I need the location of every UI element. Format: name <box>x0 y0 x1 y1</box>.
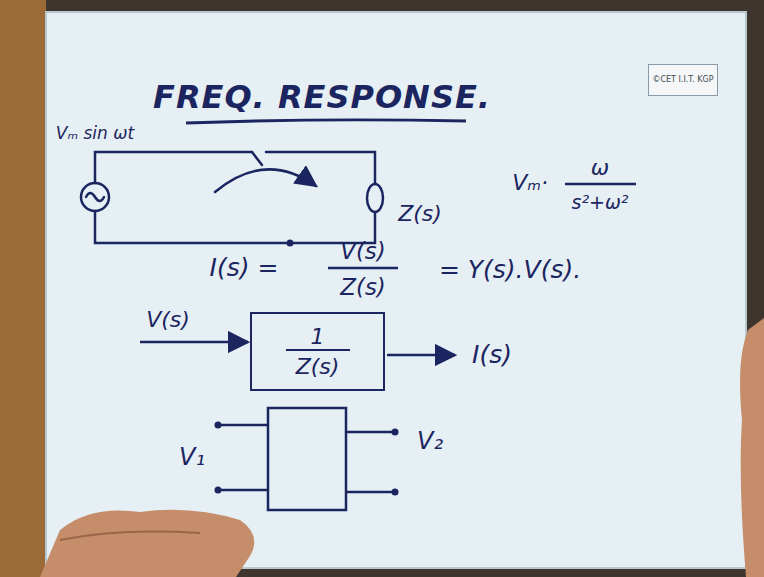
two-port-box <box>268 408 346 510</box>
numerator: ω <box>591 155 609 180</box>
output-signal-label: I(s) <box>472 341 512 370</box>
terminal-dot <box>392 489 399 496</box>
numerator: V(s) <box>340 238 386 264</box>
denominator: s²+ω² <box>572 192 629 214</box>
input-signal-label: V(s) <box>146 307 190 332</box>
source-label: Vₘ sin ωt <box>56 124 134 144</box>
denominator: Z(s) <box>296 354 340 379</box>
sine-symbol <box>86 193 104 201</box>
two-port <box>218 408 395 510</box>
impedance-symbol <box>367 184 383 212</box>
board <box>46 12 746 568</box>
left-hand <box>40 510 254 577</box>
fraction-bar <box>328 267 398 270</box>
wood-strip <box>0 0 46 577</box>
input-arrow <box>140 341 248 344</box>
top-wire <box>95 152 252 183</box>
top-wire <box>266 152 375 184</box>
node-dot <box>287 240 294 247</box>
equation-term: I(s) = <box>210 254 279 283</box>
bottom-wire <box>95 211 375 243</box>
title: FREQ. RESPONSE. <box>153 79 491 116</box>
amplitude-term: Vₘ· <box>512 170 548 195</box>
voltage-source-symbol <box>81 183 109 211</box>
transfer-function-box: 1Z(s) <box>250 312 385 391</box>
port-wires <box>218 425 395 492</box>
impedance-label: Z(s) <box>398 201 442 226</box>
terminal-dot <box>392 429 399 436</box>
port-voltage-label: V₂ <box>417 428 443 456</box>
terminal-dot <box>215 487 222 494</box>
logo-box: ©CET I.I.T. KGP <box>648 64 718 96</box>
logo-text: ©CET I.I.T. KGP <box>652 75 713 84</box>
denominator: Z(s) <box>340 274 386 300</box>
terminals <box>215 422 399 496</box>
equation-term: = Y(s).V(s). <box>439 256 581 285</box>
port-voltage-label: V₁ <box>179 444 205 472</box>
title-underline <box>186 120 466 123</box>
right-hand <box>740 318 764 577</box>
switch-blade <box>252 152 262 165</box>
numerator: 1 <box>286 324 350 351</box>
finger-line <box>60 532 200 540</box>
current-arrow <box>215 169 316 192</box>
board-edge <box>46 12 746 568</box>
circuit <box>81 152 383 243</box>
fraction-bar <box>565 183 636 186</box>
output-arrow <box>387 354 455 357</box>
terminal-dot <box>215 422 222 429</box>
